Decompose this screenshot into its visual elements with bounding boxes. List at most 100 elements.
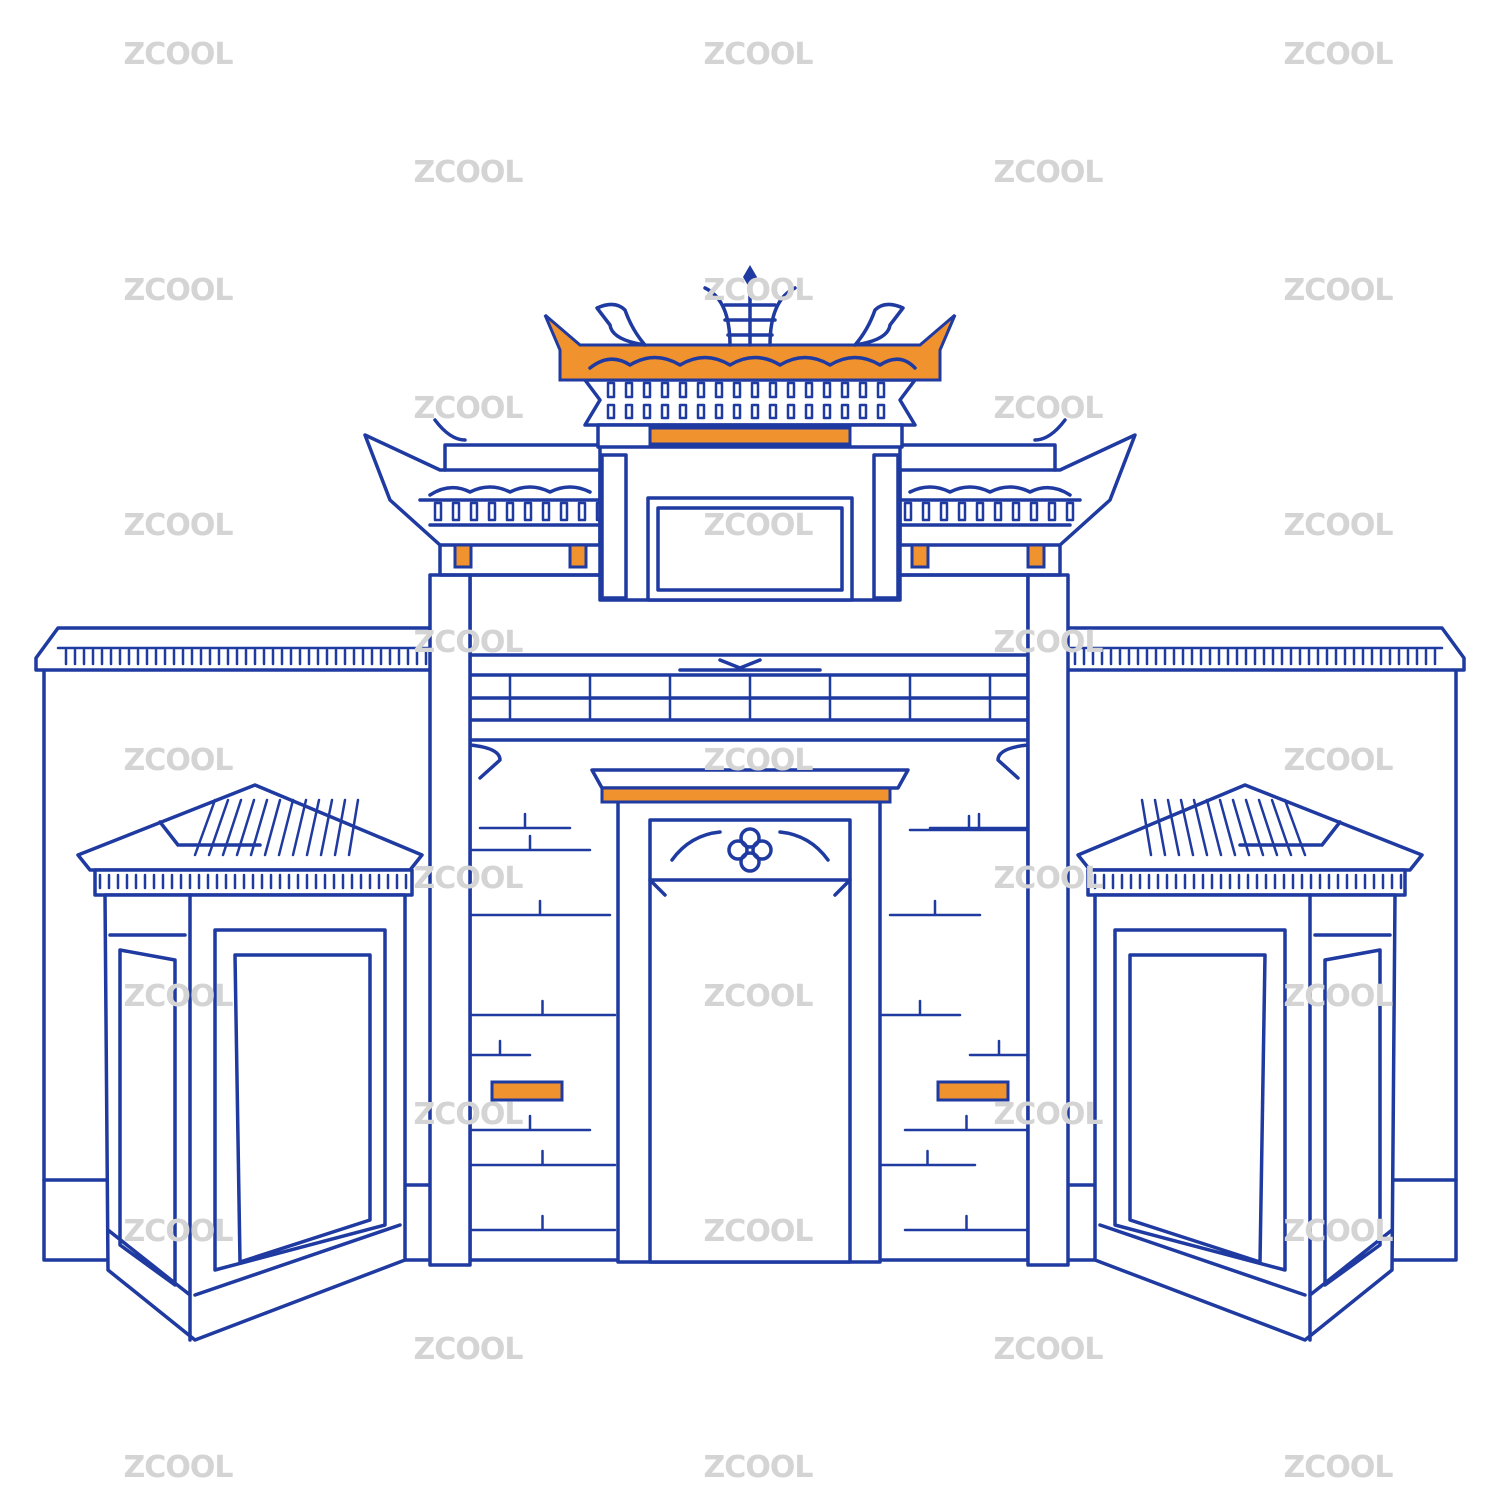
bracket (840, 381, 850, 399)
bracket (768, 403, 778, 420)
roof-hatch (1257, 798, 1279, 857)
watermark-text: ZCOOL (704, 1450, 814, 1485)
roof-hatch (235, 798, 256, 857)
watermark-text: ZCOOL (1284, 1214, 1394, 1249)
watermark-text: ZCOOL (414, 155, 524, 190)
bracket (505, 501, 515, 522)
watermark-text: ZCOOL (1284, 743, 1394, 778)
roof-hatch (1166, 798, 1181, 857)
bracket (1047, 501, 1057, 522)
watermark-text: ZCOOL (994, 391, 1104, 426)
bracket (768, 381, 778, 399)
flower-ornament-icon (727, 827, 773, 873)
watermark-text: ZCOOL (124, 37, 234, 72)
brick-line (878, 1149, 977, 1167)
accent-brick-right (936, 1080, 1010, 1102)
watermark-text: ZCOOL (1284, 273, 1394, 308)
watermark-text: ZCOOL (704, 37, 814, 72)
bracket (876, 403, 886, 420)
bracket (523, 501, 533, 522)
watermark-layer: ZCOOL ZCOOL ZCOOL ZCOOL ZCOOL ZCOOL ZCOOL ZCOOL… (124, 37, 1395, 1485)
bracket (696, 403, 706, 420)
watermark-text: ZCOOL (414, 861, 524, 896)
bracket (451, 501, 461, 522)
brick-line (478, 812, 572, 830)
brick-line (468, 999, 617, 1017)
bracket (975, 501, 985, 522)
bracket (660, 381, 670, 399)
watermark-text: ZCOOL (414, 625, 524, 660)
top-roof-brackets (606, 381, 886, 420)
roof-hatch (291, 798, 308, 857)
bracket (732, 403, 742, 420)
watermark-text: ZCOOL (124, 508, 234, 543)
wall-cornice-ticks (64, 648, 1437, 666)
bracket (696, 381, 706, 399)
watermark-text: ZCOOL (994, 1332, 1104, 1367)
pavilion-roof-hatching (98, 798, 1403, 890)
bracket (714, 381, 724, 399)
accent-brick-left (490, 1080, 564, 1102)
roof-hatch (1153, 798, 1167, 857)
bracket (786, 381, 796, 399)
bracket (541, 501, 551, 522)
bracket (804, 403, 814, 420)
brick-line (903, 1214, 1030, 1232)
central-doorway (590, 768, 910, 1264)
watermark-text: ZCOOL (704, 508, 814, 543)
roof-hatch (1244, 798, 1265, 857)
bracket (678, 403, 688, 420)
bracket (822, 403, 832, 420)
brick-line (878, 999, 962, 1017)
side-roof-brackets (433, 501, 1075, 522)
roof-hatch (305, 798, 321, 857)
bracket (1029, 501, 1039, 522)
roof-hatch (277, 798, 295, 857)
brick-line (968, 1039, 1030, 1057)
watermark-text: ZCOOL (994, 625, 1104, 660)
watermark-text: ZCOOL (414, 391, 524, 426)
watermark-text: ZCOOL (994, 155, 1104, 190)
bracket (804, 381, 814, 399)
watermark-text: ZCOOL (994, 1097, 1104, 1132)
bracket (714, 403, 724, 420)
watermark-text: ZCOOL (704, 1214, 814, 1249)
bracket (750, 403, 760, 420)
bracket (921, 501, 931, 522)
brick-line (888, 899, 982, 917)
bracket (606, 403, 616, 420)
roof-hatch (263, 798, 282, 857)
brick-line (928, 812, 1030, 830)
roof-hatch (1179, 798, 1195, 857)
bracket (577, 501, 587, 522)
bracket (559, 501, 569, 522)
top-tower (598, 443, 902, 602)
brick-line (468, 834, 592, 852)
bracket (840, 403, 850, 420)
bracket (1011, 501, 1021, 522)
bracket (876, 381, 886, 399)
watermark-text: ZCOOL (704, 273, 814, 308)
roof-hatch (1270, 798, 1293, 857)
roof-hatch (347, 798, 360, 857)
bracket (750, 381, 760, 399)
bracket (678, 381, 688, 399)
roof-hatch (1218, 798, 1237, 857)
right-pavilion (1076, 783, 1424, 1342)
watermark-text: ZCOOL (1284, 508, 1394, 543)
bracket (903, 501, 913, 522)
watermark-text: ZCOOL (1284, 1450, 1394, 1485)
brick-line (468, 899, 612, 917)
bracket (732, 381, 742, 399)
watermark-text: ZCOOL (124, 979, 234, 1014)
roof-hatch (207, 798, 230, 857)
watermark-text: ZCOOL (1284, 979, 1394, 1014)
brick-lines (468, 674, 1030, 1232)
roof-hatch (221, 798, 243, 857)
bracket (469, 501, 479, 522)
bracket (660, 403, 670, 420)
roof-hatch (319, 798, 334, 857)
watermark-text: ZCOOL (414, 1332, 524, 1367)
